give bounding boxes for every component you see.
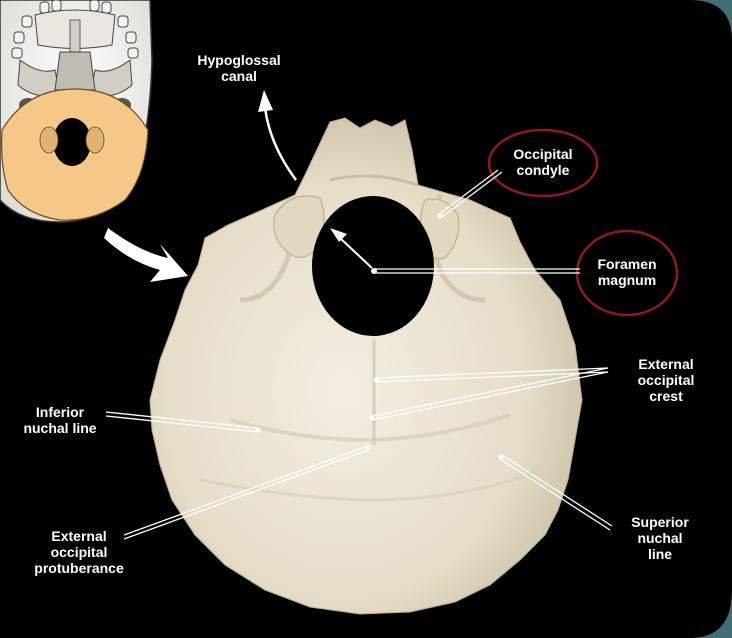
- label-hypoglossal-canal: Hypoglossal canal: [197, 52, 281, 84]
- foramen-arrowhead: [330, 228, 347, 242]
- foramen-internal-arrow: [339, 237, 373, 269]
- leader-lines: [105, 169, 613, 540]
- label-occipital-condyle: Occipital condyle: [513, 146, 573, 178]
- skull-inset-illustration: [0, 0, 153, 223]
- label-superior-nuchal-line: Superior nuchal line: [631, 514, 689, 562]
- label-external-occipital-protuberance: External occipital protuberance: [34, 528, 124, 576]
- inset-foramen: [53, 118, 91, 166]
- label-external-occipital-crest: External occipital crest: [637, 356, 695, 404]
- hypoglossal-arrowhead: [258, 90, 273, 112]
- foramen-magnum-opening: [312, 196, 434, 336]
- occipital-condyle-highlight-circle: [487, 128, 599, 198]
- frame-corner-bottom: [690, 590, 732, 638]
- hypoglossal-canal-arrow: [263, 107, 298, 181]
- label-foramen-magnum: Foramen magnum: [597, 256, 657, 288]
- label-inferior-nuchal-line: Inferior nuchal line: [23, 404, 97, 436]
- leader-dots: [255, 213, 504, 460]
- frame-corner-top: [690, 0, 732, 40]
- pointer-arrow: [104, 228, 188, 282]
